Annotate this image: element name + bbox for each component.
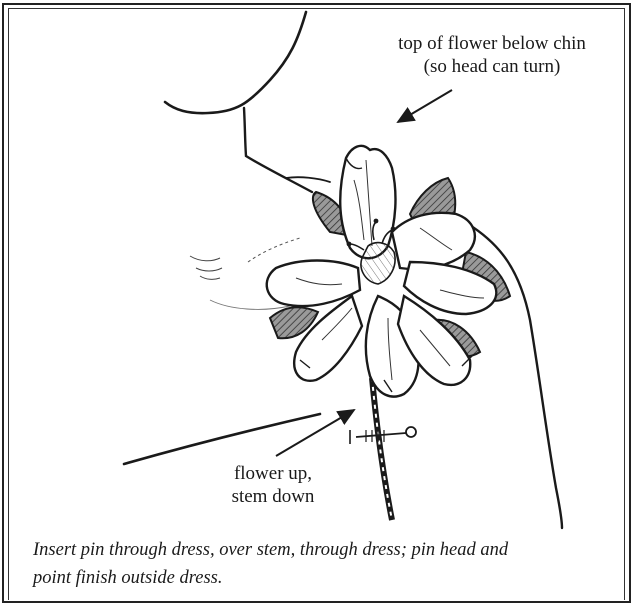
label-flower-up-line1: flower up,	[208, 462, 338, 485]
pin-icon	[350, 427, 416, 444]
caption: Insert pin through dress, over stem, thr…	[33, 536, 625, 592]
armpit-shadow	[190, 256, 222, 279]
caption-line2: point finish outside dress.	[33, 564, 625, 592]
neck-line	[244, 108, 312, 192]
collarbone-sketch	[248, 238, 300, 262]
label-flower-top-line1: top of flower below chin	[362, 32, 622, 55]
arm-line	[124, 414, 320, 464]
chin-line	[165, 12, 306, 113]
label-flower-up: flower up, stem down	[208, 462, 338, 508]
arrow-bottom	[276, 410, 354, 456]
petal-upper-right	[392, 213, 475, 269]
caption-line1: Insert pin through dress, over stem, thr…	[33, 536, 625, 564]
arrow-top	[398, 90, 452, 122]
label-flower-top: top of flower below chin (so head can tu…	[362, 32, 622, 78]
flower-center	[361, 243, 395, 284]
label-flower-up-line2: stem down	[208, 485, 338, 508]
label-flower-top-line2: (so head can turn)	[362, 55, 622, 78]
